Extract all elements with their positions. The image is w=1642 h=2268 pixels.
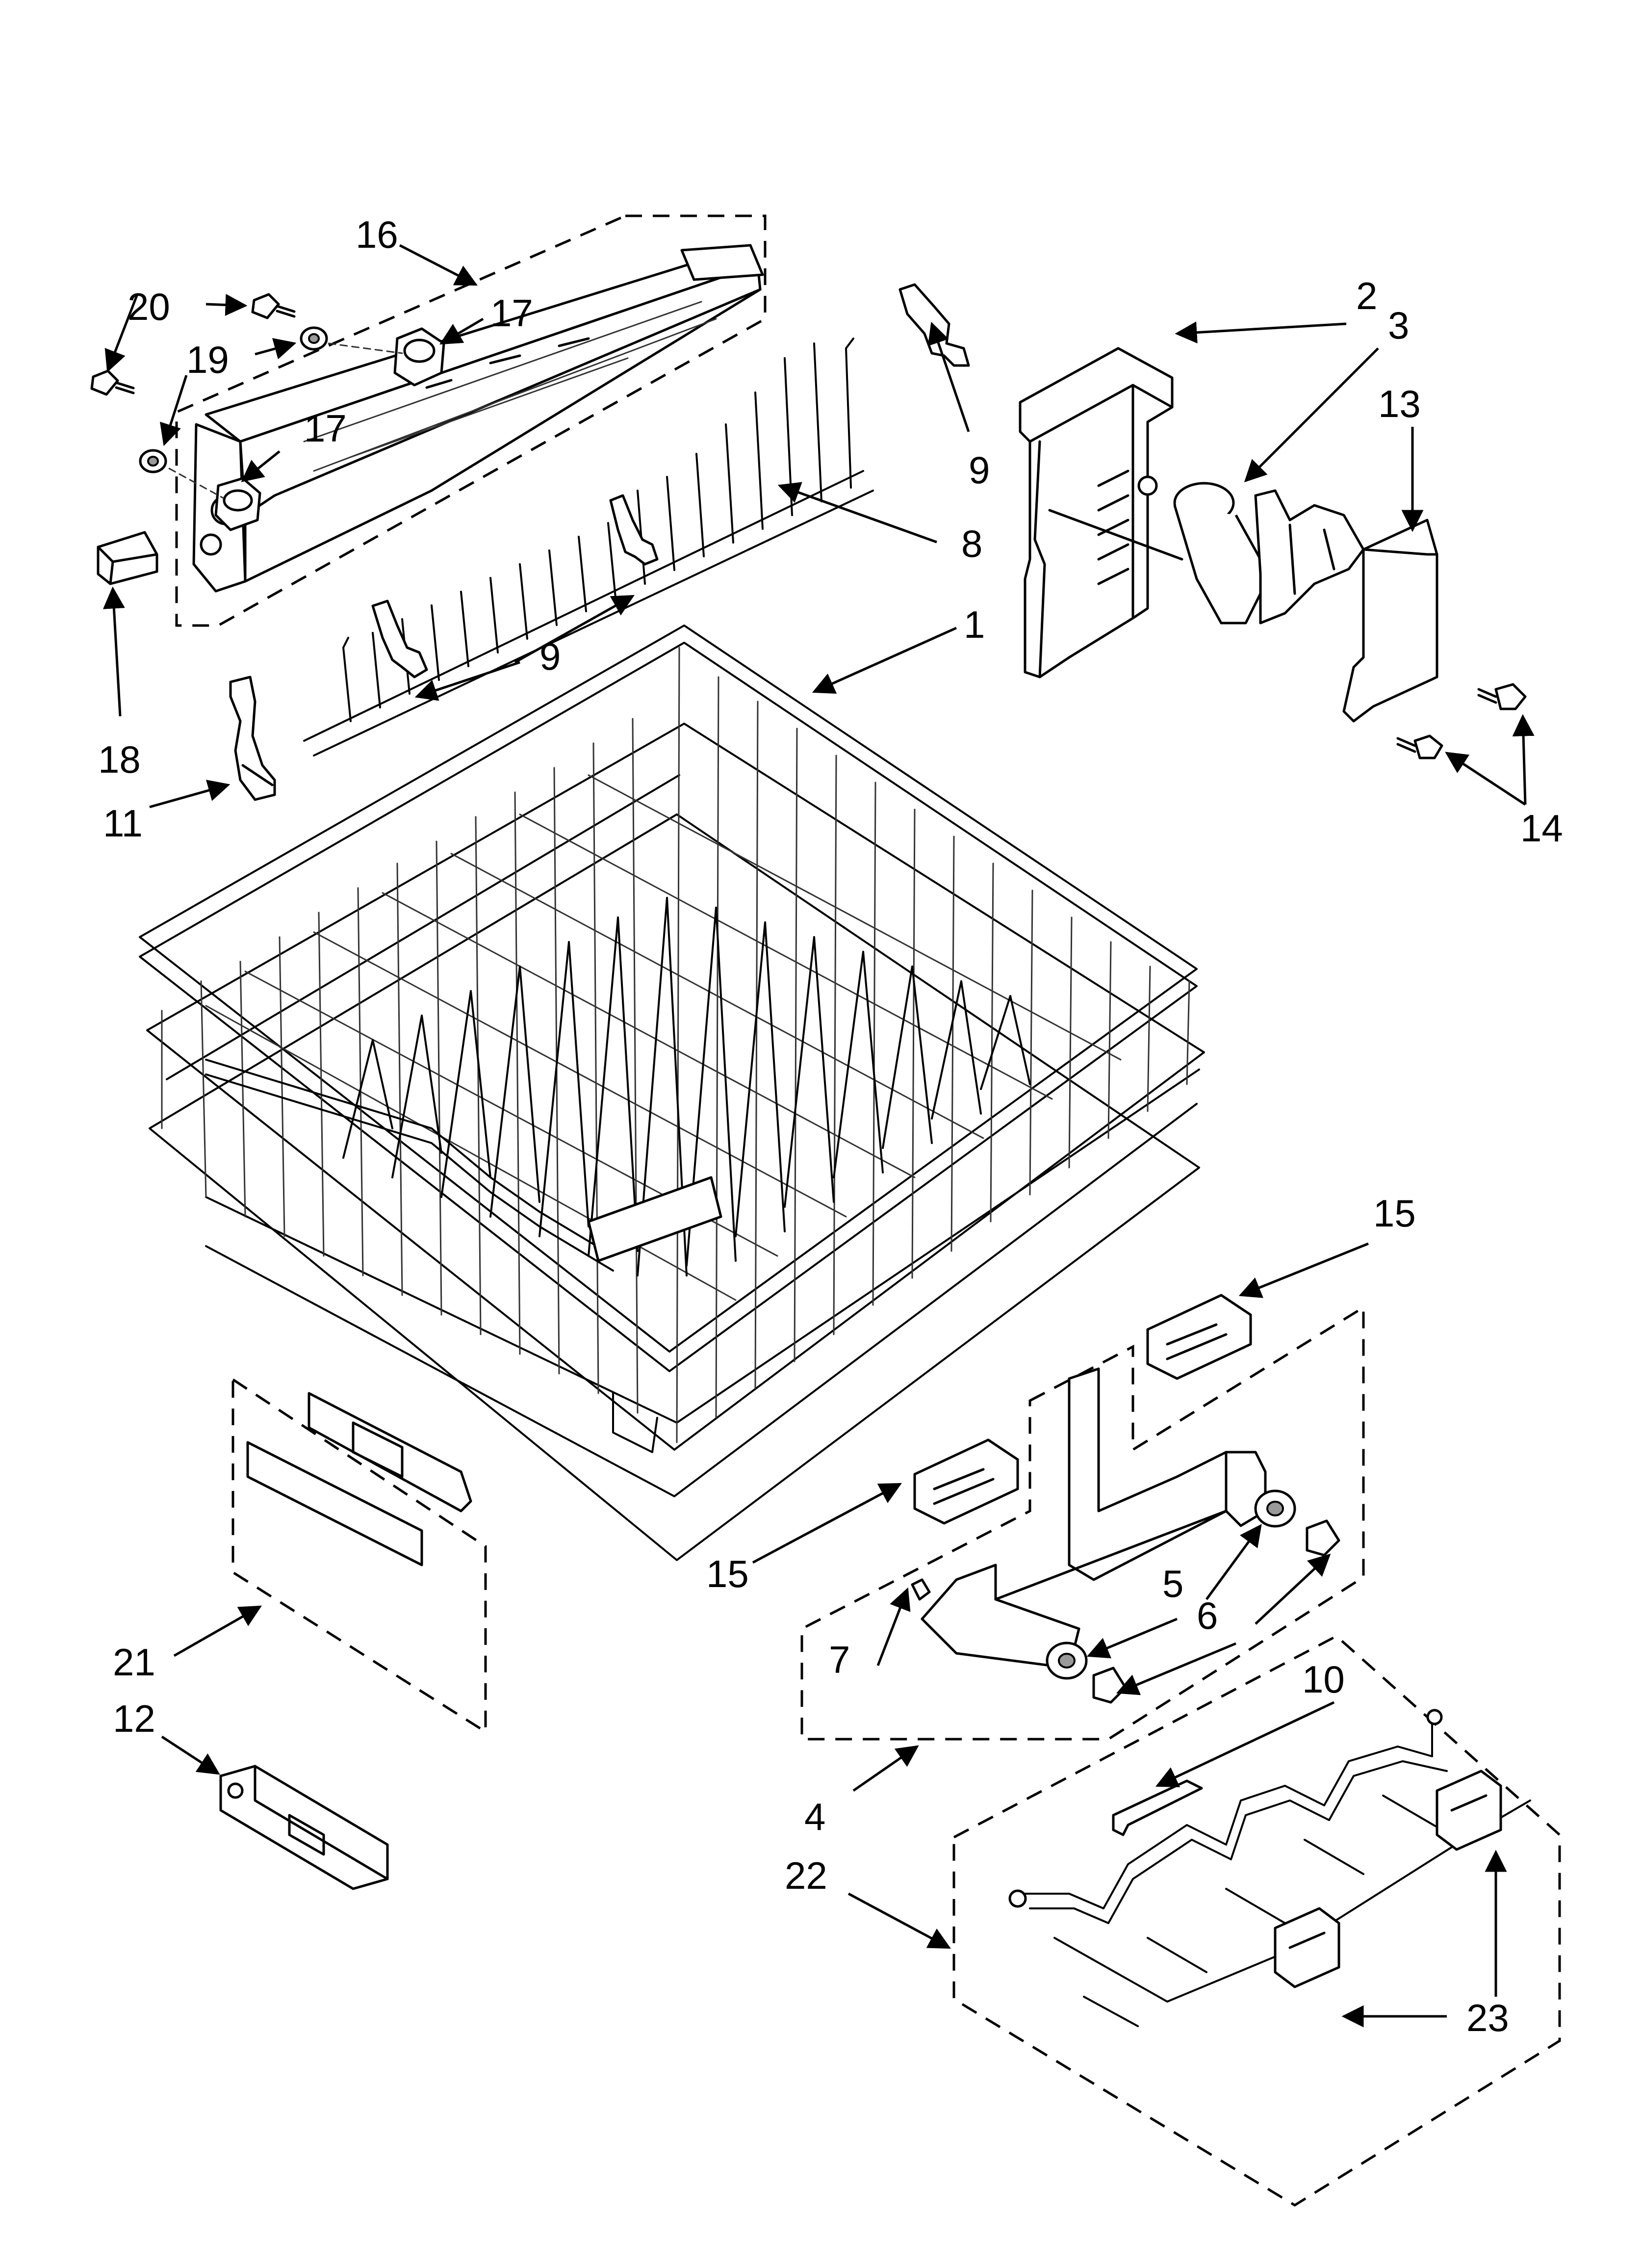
callout-5: 5 [1162,1562,1183,1605]
callout-20: 20 [128,285,170,328]
latch-12 [219,1765,389,1890]
callout-13: 13 [1378,382,1421,425]
clip-9-lower [371,494,659,678]
callout-4: 4 [804,1795,825,1838]
callout-2: 2 [1356,274,1377,317]
clip-9-upper [898,283,970,367]
callout-18: 18 [98,738,141,781]
group-outlines [175,214,1561,2207]
callout-6: 6 [1197,1594,1218,1637]
slide-15-lower [913,1438,1019,1525]
callout-labels: 16 20 17 19 17 18 11 9 8 9 1 2 3 13 14 1… [98,213,1563,2039]
callout-17-lower: 17 [304,407,347,450]
callout-10: 10 [1302,1658,1345,1701]
handle-21 [246,1392,472,1566]
callout-16: 16 [356,213,398,256]
group-22-outline [952,1634,1561,2207]
clips-23 [1274,1770,1502,1988]
upper-rack-basket [139,625,1205,1561]
callout-17-upper: 17 [490,291,533,335]
rail-assembly [192,244,764,593]
tine-row-8 [303,338,874,756]
group-4-outline [800,1305,1365,1741]
end-cap-18 [97,531,158,585]
callout-11: 11 [103,802,143,845]
callout-1: 1 [964,603,985,646]
callout-9-lower: 9 [539,635,561,678]
callout-3: 3 [1388,304,1409,347]
group-16-outline [175,214,767,627]
callout-15-lower: 15 [706,1552,749,1595]
callout-12: 12 [113,1697,155,1740]
leader-lines [103,244,1535,2028]
callout-21: 21 [113,1641,155,1684]
callout-14: 14 [1520,807,1563,850]
adjuster-4 [921,1367,1267,1669]
callout-7: 7 [829,1638,850,1681]
clip-lever-3 [1173,482,1365,625]
slide-15-upper [1146,1294,1252,1380]
clip-10 [1112,1779,1203,1836]
callout-19: 19 [186,338,229,381]
screws-14 [1396,683,1527,759]
clip-11 [229,676,276,801]
callout-22: 22 [785,1854,827,1897]
group-21-outline [231,1377,487,1734]
callout-15-upper: 15 [1373,1192,1416,1235]
bracket-2 [1019,347,1183,678]
callout-8: 8 [961,522,982,565]
callout-23: 23 [1466,1996,1509,2039]
wire-tine-22 [1008,1709,1531,2027]
callout-9-upper: 9 [969,448,990,492]
cover-13 [1342,519,1438,723]
